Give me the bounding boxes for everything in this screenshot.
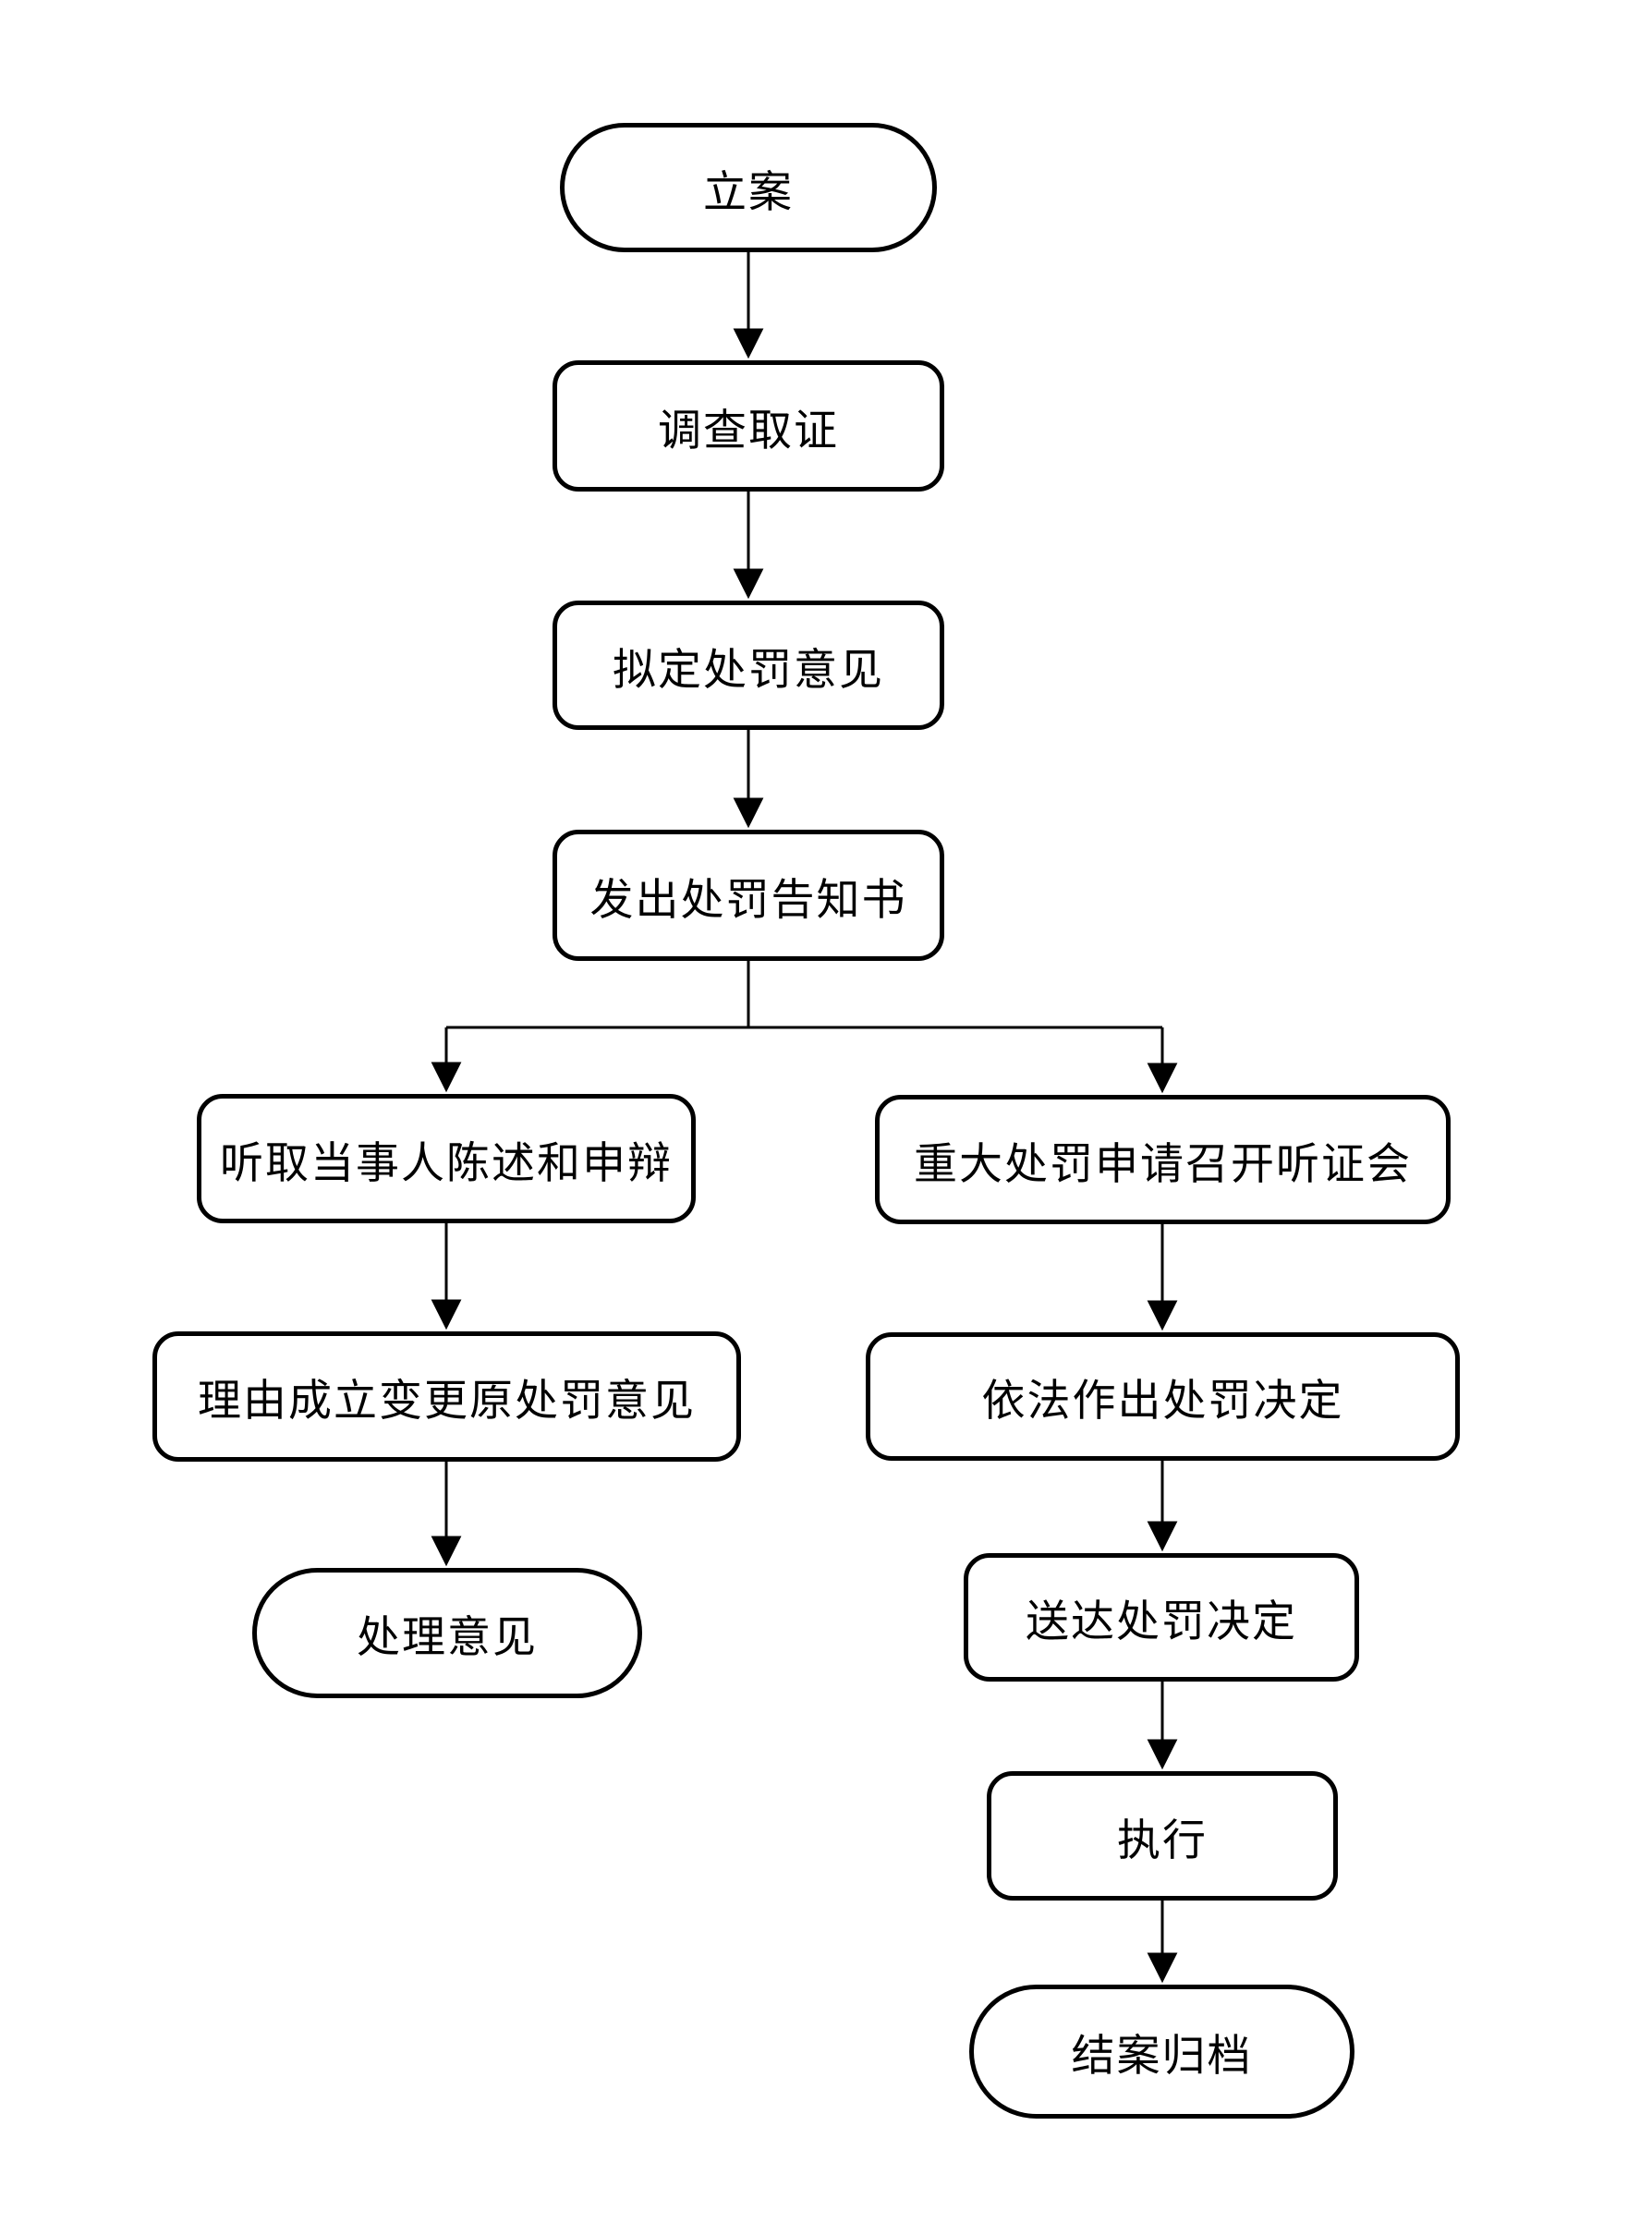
node-investigation-label: 调查取证 — [658, 407, 839, 456]
node-serve-penalty-decision-label: 送达处罚决定 — [1026, 1598, 1297, 1646]
node-make-penalty-decision: 依法作出处罚决定 — [866, 1332, 1460, 1461]
node-investigation: 调查取证 — [553, 360, 944, 492]
node-change-original-opinion: 理由成立变更原处罚意见 — [152, 1331, 741, 1462]
node-major-penalty-hearing-label: 重大处罚申请召开听证会 — [914, 1140, 1412, 1189]
node-execution-label: 执行 — [1117, 1816, 1208, 1865]
node-hear-statement-defense-label: 听取当事人陈述和申辩 — [220, 1139, 673, 1188]
node-draft-penalty-opinion-label: 拟定处罚意见 — [613, 646, 884, 695]
node-issue-penalty-notice: 发出处罚告知书 — [553, 830, 944, 961]
node-case-filing: 立案 — [560, 123, 937, 252]
node-close-and-archive-label: 结案归档 — [1071, 2033, 1253, 2081]
node-handling-opinion-label: 处理意见 — [357, 1614, 538, 1662]
node-hear-statement-defense: 听取当事人陈述和申辩 — [197, 1094, 696, 1223]
node-change-original-opinion-label: 理由成立变更原处罚意见 — [198, 1378, 696, 1426]
node-execution: 执行 — [987, 1771, 1338, 1901]
node-serve-penalty-decision: 送达处罚决定 — [964, 1553, 1359, 1682]
node-make-penalty-decision-label: 依法作出处罚决定 — [981, 1378, 1344, 1426]
node-case-filing-label: 立案 — [703, 168, 794, 217]
node-handling-opinion: 处理意见 — [252, 1568, 642, 1698]
node-draft-penalty-opinion: 拟定处罚意见 — [553, 601, 944, 730]
node-issue-penalty-notice-label: 发出处罚告知书 — [589, 876, 907, 925]
node-major-penalty-hearing: 重大处罚申请召开听证会 — [875, 1095, 1451, 1224]
node-close-and-archive: 结案归档 — [969, 1985, 1354, 2119]
